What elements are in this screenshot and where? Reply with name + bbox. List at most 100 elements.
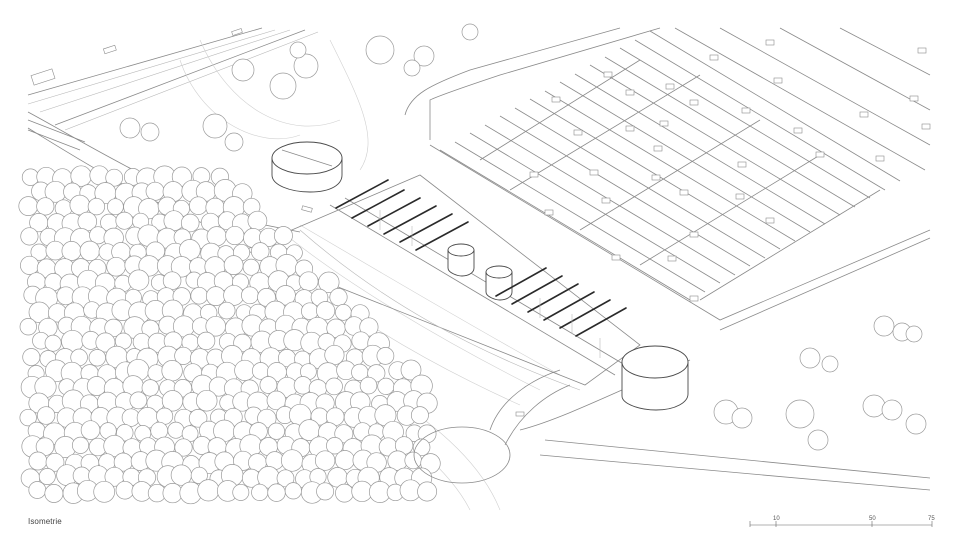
terminal-building-west: [271, 141, 343, 193]
forest-tree: [116, 424, 134, 442]
forest-tree: [174, 438, 193, 457]
forest-tree: [205, 286, 226, 306]
forest-tree: [316, 482, 335, 501]
forest-tree: [162, 483, 183, 504]
forest-tree: [93, 480, 116, 503]
forest-tree: [267, 422, 285, 440]
forest-tree: [44, 484, 64, 503]
trees-east: [713, 315, 927, 451]
forest-tree: [61, 241, 82, 261]
forest-tree: [234, 359, 256, 381]
forest-tree: [19, 408, 37, 427]
forest-tree: [280, 449, 304, 472]
scale-label-1: 10: [773, 516, 780, 522]
forest-tree: [105, 168, 124, 187]
drawing-caption: Isometrie: [28, 517, 62, 526]
forest-tree: [298, 271, 319, 292]
forest-tree: [335, 483, 354, 503]
forest-tree: [325, 377, 343, 396]
forest-tree: [412, 438, 431, 457]
forest-tree: [145, 181, 165, 201]
forest-tree: [241, 286, 259, 305]
kiosk-1: [447, 243, 475, 277]
forest-tree: [18, 196, 39, 216]
forest-tree: [188, 409, 208, 428]
forest-tree: [167, 421, 185, 439]
forest-tree: [20, 227, 39, 246]
forest-tree: [36, 197, 55, 216]
forest-tree: [189, 196, 208, 215]
scale-label-3: 75: [928, 516, 935, 522]
forest-tree: [104, 318, 123, 338]
forest-tree: [115, 480, 135, 500]
forest-tree: [190, 466, 208, 484]
forest-tree: [197, 479, 220, 502]
forest-tree: [273, 226, 293, 246]
forest-tree: [301, 302, 319, 320]
forest-tree: [20, 255, 40, 275]
forest-tree: [28, 481, 47, 499]
forest-tree: [95, 332, 116, 353]
forest-tree: [314, 450, 336, 471]
forest-tree: [129, 391, 148, 410]
forest-tree: [79, 240, 100, 262]
forest-tree: [359, 376, 378, 395]
forest-tree: [196, 331, 216, 351]
forest-tree: [180, 213, 200, 233]
forest-tree: [217, 301, 236, 320]
parking-grid: [439, 27, 931, 302]
forest-tree: [38, 468, 56, 485]
roundabout: [413, 369, 571, 484]
forest-tree: [242, 258, 260, 276]
forest-tree: [163, 210, 185, 232]
forest-tree: [410, 406, 429, 425]
forest-tree: [267, 483, 286, 502]
forest-tree: [417, 481, 438, 502]
highway: [27, 27, 319, 151]
forest-tree: [162, 271, 182, 290]
forest-tree: [150, 421, 169, 440]
forest-tree: [87, 197, 106, 216]
forest-tree: [404, 451, 422, 470]
forest-tree: [225, 225, 245, 246]
forest-tree: [106, 256, 126, 277]
forest-tree: [316, 301, 336, 321]
terminal-building-east: [621, 345, 689, 411]
forest-tree: [161, 360, 183, 382]
forest-tree: [19, 318, 37, 336]
forest-tree: [334, 450, 355, 471]
canopy-beams: [335, 179, 627, 358]
forest-tree: [141, 379, 159, 397]
forest-tree: [223, 255, 244, 275]
forest-tree: [400, 359, 422, 381]
forest-tree: [22, 348, 41, 367]
forest-tree: [250, 242, 270, 261]
forest-tree: [293, 376, 313, 395]
forest-tree: [259, 376, 278, 394]
forest-tree: [45, 452, 65, 472]
scale-label-2: 50: [869, 516, 876, 522]
forest-tree: [324, 344, 345, 366]
forest-tree: [80, 420, 101, 440]
forest-tree: [71, 436, 90, 454]
forest-tree: [329, 288, 348, 307]
forest-tree: [318, 271, 340, 293]
forest-tree: [251, 483, 269, 501]
forest-tree: [128, 269, 150, 291]
forest-tree: [195, 389, 218, 412]
forest-tree: [190, 286, 208, 305]
forest-tree: [284, 482, 302, 500]
forest-tree: [115, 211, 134, 230]
forest-tree: [107, 198, 124, 216]
forest-tree: [247, 210, 268, 231]
scale-bar: 10 50 75: [749, 516, 935, 527]
forest-tree: [88, 349, 106, 367]
forest-tree: [326, 437, 344, 455]
forest: [18, 165, 441, 505]
parking-ring-road: [404, 27, 931, 491]
forest-tree: [376, 347, 395, 365]
forest-tree: [28, 451, 48, 471]
forest-tree: [36, 406, 56, 425]
trees-north: [119, 23, 479, 152]
